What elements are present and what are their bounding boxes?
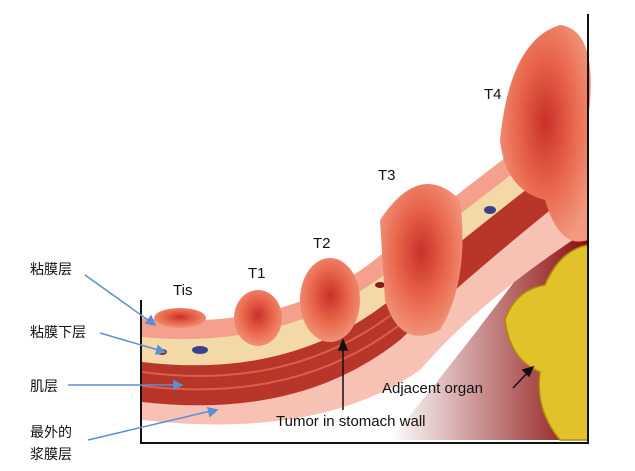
tumor-tis	[154, 308, 206, 328]
stage-t1: T1	[248, 265, 266, 282]
stage-tis: Tis	[173, 282, 193, 299]
tumor-t4	[500, 25, 591, 242]
label-tumor: Tumor in stomach wall	[276, 413, 426, 430]
label-serosa-2: 浆膜层	[30, 447, 72, 463]
label-mucosa: 粘膜层	[30, 262, 72, 278]
adjacent-organ	[504, 244, 589, 441]
stage-t4: T4	[484, 86, 502, 103]
tumor-t1	[234, 290, 282, 346]
layer-pointers	[68, 274, 219, 441]
submucosa-layer	[142, 115, 588, 366]
label-serosa-1: 最外的	[30, 425, 72, 441]
label-submucosa: 粘膜下层	[30, 325, 86, 341]
stage-t2: T2	[313, 235, 331, 252]
tumor-t3	[380, 184, 463, 336]
frame	[140, 14, 589, 444]
label-muscularis: 肌层	[30, 379, 58, 395]
label-adjacent-organ: Adjacent organ	[382, 380, 483, 397]
tumor-t2	[300, 258, 360, 342]
stage-t3: T3	[378, 167, 396, 184]
serosa-layer	[142, 170, 588, 425]
muscularis-layer	[142, 140, 588, 406]
